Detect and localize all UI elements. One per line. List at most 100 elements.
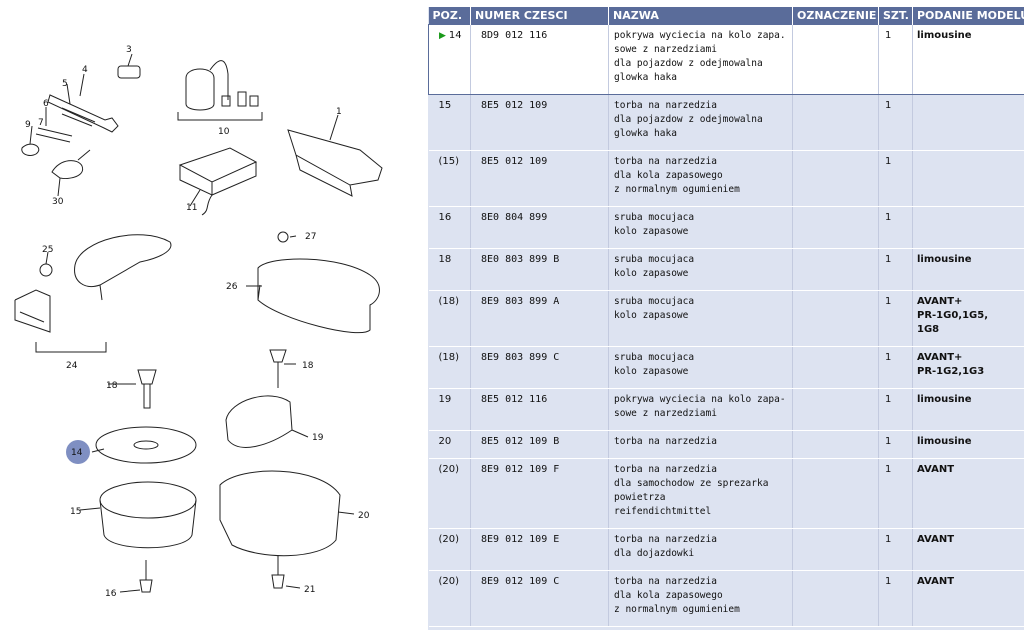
callout-label[interactable]: 24 — [66, 361, 78, 371]
spanner-icon — [35, 127, 73, 143]
cell-part-number-text: 8E5 012 116 — [481, 394, 548, 405]
cell-name-text: sruba mocujaca kolo zapasowe — [614, 254, 695, 279]
cell-qty: 1 — [878, 388, 913, 431]
column-header-model[interactable]: PODANIE MODELU — [912, 7, 1024, 25]
callout-label[interactable]: 19 — [312, 433, 324, 443]
cell-part-number: 8E9 012 109 F — [470, 458, 609, 529]
cell-model: limousine — [912, 24, 1024, 95]
cell-model — [912, 94, 1024, 151]
cell-name: pokrywa wyciecia na kolo zapa. sowe z na… — [608, 24, 793, 95]
cell-pos-text: (15) — [438, 156, 460, 167]
cell-model: AVANT+ PR-1G0,1G5, 1G8 — [912, 290, 1024, 347]
callout-label[interactable]: 9 — [25, 120, 31, 130]
cell-name: torba na narzedzia — [608, 430, 793, 459]
cell-name: torba na narzedzia dla samochodow ze spr… — [608, 458, 793, 529]
cell-qty: 1 — [878, 290, 913, 347]
cell-pos-text: (18) — [438, 296, 460, 307]
cell-designation — [792, 248, 879, 291]
table-row[interactable]: (20) 8E9 012 109 F torba na narzedzia dla … — [428, 458, 1024, 529]
cell-part-number-text: 8E5 012 109 — [481, 100, 548, 111]
callout-label[interactable]: 15 — [70, 507, 81, 517]
nut-icon — [277, 231, 289, 243]
cell-part-number: 8E0 804 899 — [470, 206, 609, 249]
callout-label[interactable]: 6 — [43, 99, 49, 109]
cell-part-number: 8E9 012 109 C — [470, 570, 609, 627]
column-header-number[interactable]: NUMER CZESCI — [470, 7, 609, 25]
cell-pos-text: 14 — [448, 30, 462, 41]
cell-pos: 20 — [428, 430, 471, 459]
selected-row-arrow-icon: ▶ — [439, 31, 446, 41]
bolt-icon — [137, 369, 157, 409]
column-header-pos[interactable]: POZ. — [428, 7, 471, 25]
cell-model-text: AVANT — [917, 464, 955, 475]
callout-label[interactable]: 11 — [186, 203, 197, 213]
cell-model: limousine — [912, 388, 1024, 431]
callout-label[interactable]: 21 — [304, 585, 315, 595]
callout-label[interactable]: 16 — [105, 589, 117, 599]
cell-qty-text: 1 — [885, 352, 892, 363]
callout-label[interactable]: 20 — [358, 511, 370, 521]
column-header-name[interactable]: NAZWA — [608, 7, 793, 25]
cell-name: sruba mocujaca kolo zapasowe — [608, 206, 793, 249]
cell-qty: 1 — [878, 248, 913, 291]
cell-qty-text: 1 — [885, 30, 892, 41]
callout-label[interactable]: 1 — [336, 107, 342, 117]
screwdriver-icon — [61, 107, 96, 127]
bolt-icon — [269, 349, 287, 388]
cell-part-number-text: 8E9 012 109 F — [481, 464, 560, 475]
callout-label[interactable]: 27 — [305, 232, 316, 242]
cell-pos: (20) — [428, 528, 471, 571]
cell-part-number: 8E0 803 899 B — [470, 248, 609, 291]
cell-pos: (18) — [428, 346, 471, 389]
tool-bag-icon — [99, 481, 197, 519]
cell-designation — [792, 388, 879, 431]
column-header-qty[interactable]: SZT. — [878, 7, 913, 25]
parts-list-panel: POZ. NUMER CZESCI NAZWA OZNACZENIE SZT. … — [428, 7, 1024, 630]
cell-name-text: sruba mocujaca kolo zapasowe — [614, 296, 695, 321]
table-header-row: POZ. NUMER CZESCI NAZWA OZNACZENIE SZT. … — [428, 7, 1024, 25]
callout-label[interactable]: 26 — [226, 282, 238, 292]
bracket-icon — [14, 289, 51, 333]
callout-label[interactable]: 30 — [52, 197, 64, 207]
callout-label[interactable]: 7 — [38, 118, 44, 128]
callout-label[interactable]: 3 — [126, 45, 132, 55]
callout-label[interactable]: 18 — [302, 361, 314, 371]
tool-kit-tray-icon — [219, 470, 341, 557]
cell-pos: (20) — [428, 458, 471, 529]
bolt-icon — [139, 560, 153, 593]
cell-name-text: sruba mocujaca kolo zapasowe — [614, 212, 695, 237]
cell-designation — [792, 290, 879, 347]
tool-tray-icon — [257, 258, 380, 334]
cell-model-text: AVANT+ PR-1G2,1G3 — [917, 352, 985, 377]
cell-name-text: torba na narzedzia — [614, 436, 717, 447]
selected-callout-marker[interactable] — [66, 440, 90, 464]
callout-label-selected[interactable]: 14 — [71, 448, 83, 458]
cell-name-text: torba na narzedzia dla kola zapasowego z… — [614, 156, 740, 195]
column-header-designation[interactable]: OZNACZENIE — [792, 7, 879, 25]
cell-designation — [792, 570, 879, 627]
callout-label[interactable]: 25 — [42, 245, 53, 255]
cell-qty-text: 1 — [885, 436, 892, 447]
cell-part-number-text: 8E0 804 899 — [481, 212, 548, 223]
cell-part-number-text: 8E0 803 899 B — [481, 254, 560, 265]
callout-label[interactable]: 18 — [106, 381, 118, 391]
towing-eye-icon — [21, 143, 40, 156]
callout-label[interactable]: 10 — [218, 127, 230, 137]
callout-label[interactable]: 4 — [82, 65, 88, 75]
cell-model-text: limousine — [917, 394, 972, 405]
callout-label[interactable]: 5 — [62, 79, 68, 89]
cell-qty-text: 1 — [885, 296, 892, 307]
cell-pos-text: 20 — [438, 436, 452, 447]
cell-name-text: pokrywa wyciecia na kolo zapa. sowe z na… — [614, 30, 786, 83]
